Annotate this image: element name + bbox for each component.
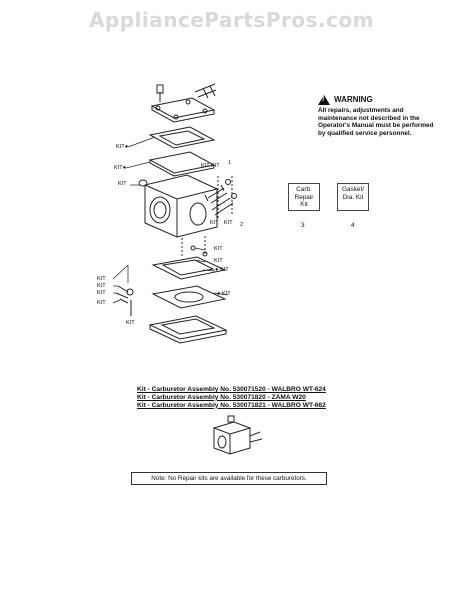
metering-lever-parts — [115, 285, 134, 316]
callout-ref-1: 1 — [228, 160, 232, 166]
leader-lines — [112, 136, 229, 304]
gasket-dia-kit-box: Gasket/ Dia. Kit — [337, 183, 369, 211]
pump-cover-part — [150, 97, 216, 123]
callout-kit: KIT — [224, 220, 233, 226]
callout-kit: KIT — [214, 246, 223, 252]
callout-kit: KIT — [211, 163, 220, 169]
needle-valve-parts — [181, 236, 208, 258]
callout-kit: KIT — [201, 163, 210, 169]
pump-gasket-part — [148, 126, 216, 149]
callout-kit-dot: KIT● — [116, 144, 129, 150]
kit-assembly-list: Kit - Carburetor Assembly No. 530071520 … — [137, 386, 377, 409]
callout-kit: KIT — [97, 290, 106, 296]
warning-triangle-icon: ! — [318, 95, 330, 105]
warning-body: All repairs, adjustments and maintenance… — [318, 107, 434, 137]
kit-assembly-line: Kit - Carburetor Assembly No. 530071820 … — [137, 393, 306, 401]
warning-notice: ! WARNING All repairs, adjustments and m… — [318, 95, 438, 137]
callout-kit: KIT — [210, 220, 219, 226]
metering-diaphragm-part — [151, 285, 227, 309]
warning-title: WARNING — [334, 95, 373, 105]
callout-kit: KIT — [97, 283, 106, 289]
carburetor-thumbnail — [213, 415, 263, 455]
repair-kit-note: Note: No Repair kits are available for t… — [131, 472, 327, 485]
carb-repair-kit-box: Carb. Repair Kit — [288, 183, 320, 211]
carb-repair-kit-number: 3 — [301, 222, 305, 229]
adjustment-needles-part — [204, 176, 237, 220]
watermark: AppliancePartsPros.com — [88, 8, 375, 32]
callout-kit-dot: KIT● — [114, 165, 127, 171]
callout-kit: KIT — [97, 276, 106, 282]
metering-gasket-part — [151, 256, 227, 280]
carburetor-body-part — [138, 174, 218, 238]
callout-dot-kit: ● KIT — [215, 267, 229, 273]
metering-cover-part — [148, 315, 228, 344]
callout-ref-2: 2 — [240, 222, 244, 228]
callout-dot-kit: ● KIT — [217, 291, 231, 297]
callout-kit: KIT — [126, 320, 135, 326]
top-screw-part — [156, 83, 217, 102]
kit-assembly-line: Kit - Carburetor Assembly No. 530071520 … — [137, 386, 326, 393]
kit-assembly-line: Kit - Carburetor Assembly No. 530071821 … — [137, 401, 326, 409]
gasket-dia-kit-number: 4 — [351, 222, 355, 229]
callout-kit: KIT — [97, 300, 106, 306]
callout-kit: KIT — [118, 181, 127, 187]
callout-kit: KIT — [214, 258, 223, 264]
